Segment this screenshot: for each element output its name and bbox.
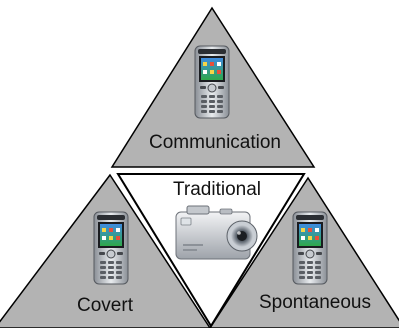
mobile-phone-icon-right	[292, 211, 328, 285]
mobile-phone-icon-top	[194, 45, 230, 119]
label-covert: Covert	[77, 295, 133, 316]
label-traditional: Traditional	[172, 179, 261, 200]
label-communication: Communication	[149, 132, 281, 153]
label-spontaneous: Spontaneous	[259, 292, 371, 313]
mobile-phone-icon-left	[93, 211, 129, 285]
digital-camera-icon	[175, 205, 258, 260]
